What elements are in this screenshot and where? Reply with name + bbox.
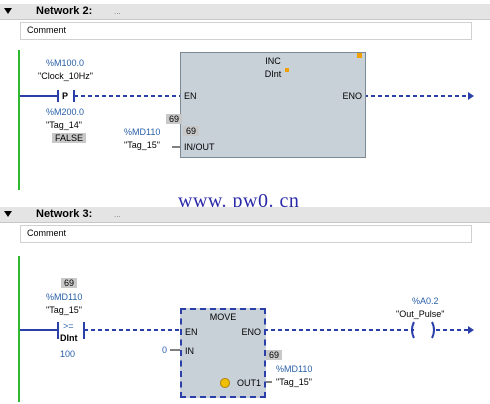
comment-label: Comment <box>27 228 67 238</box>
compare-tag: "Tag_15" <box>46 305 82 315</box>
edge-memory-state: FALSE <box>52 133 87 143</box>
out-tag: "Tag_15" <box>276 377 312 387</box>
contact-address: %M100.0 <box>46 58 85 68</box>
compare-constant: 100 <box>60 349 76 359</box>
coil-address: %A0.2 <box>412 296 439 306</box>
compare-live-value: 69 <box>61 278 78 288</box>
network-title-dots: ... <box>114 210 121 219</box>
comment-label: Comment <box>27 25 67 35</box>
pin-out1[interactable]: OUT1 <box>236 378 261 388</box>
edge-memory-address: %M200.0 <box>46 107 85 117</box>
network-title-dots: ... <box>114 7 121 16</box>
compare-type[interactable]: DInt <box>60 333 78 343</box>
pin-eno[interactable]: ENO <box>342 91 362 101</box>
block-corner-marker-icon <box>357 53 362 58</box>
pin-inout[interactable]: IN/OUT <box>184 142 215 152</box>
move-block[interactable]: MOVE EN ENO IN OUT1 <box>180 308 266 398</box>
out-address: %MD110 <box>276 364 313 374</box>
network-2-header[interactable]: Network 2: ... <box>0 4 490 20</box>
network-title: Network 2: <box>36 5 93 17</box>
compare-operator[interactable]: >= <box>63 321 74 331</box>
network-3-header[interactable]: Network 3: ... <box>0 207 490 223</box>
inout-tag: "Tag_15" <box>124 140 160 150</box>
out-live-value: 69 <box>266 350 283 360</box>
network-3-comment[interactable]: Comment <box>20 225 472 243</box>
add-output-star-icon[interactable] <box>220 378 230 388</box>
power-rail <box>18 50 20 190</box>
block-name: INC <box>265 56 281 66</box>
inout-live-value: 69 <box>183 126 200 136</box>
collapse-triangle-icon[interactable] <box>4 8 12 14</box>
pin-eno[interactable]: ENO <box>241 327 261 337</box>
block-type-selector[interactable]: DInt <box>264 69 282 79</box>
block-name: MOVE <box>209 312 237 322</box>
edge-memory-tag: "Tag_14" <box>46 120 82 130</box>
inout-value-badge: 69 <box>166 114 183 124</box>
network-2-comment[interactable]: Comment <box>20 22 472 40</box>
inout-address: %MD110 <box>124 127 161 137</box>
coil-tag: "Out_Pulse" <box>396 309 445 319</box>
pin-in[interactable]: IN <box>185 346 194 356</box>
pin-en[interactable]: EN <box>185 327 198 337</box>
watermark-text: www. pw0. cn <box>178 190 300 212</box>
network-title: Network 3: <box>36 208 93 220</box>
collapse-triangle-icon[interactable] <box>4 211 12 217</box>
in-value: 0 <box>162 345 168 355</box>
compare-address: %MD110 <box>46 292 83 302</box>
contact-p-symbol[interactable]: P <box>62 91 69 101</box>
type-dropdown-marker-icon <box>285 68 289 72</box>
power-rail <box>18 256 20 402</box>
pin-en[interactable]: EN <box>184 91 197 101</box>
contact-tag: "Clock_10Hz" <box>38 71 93 81</box>
inc-block[interactable]: INC DInt EN ENO IN/OUT 69 <box>180 52 366 158</box>
